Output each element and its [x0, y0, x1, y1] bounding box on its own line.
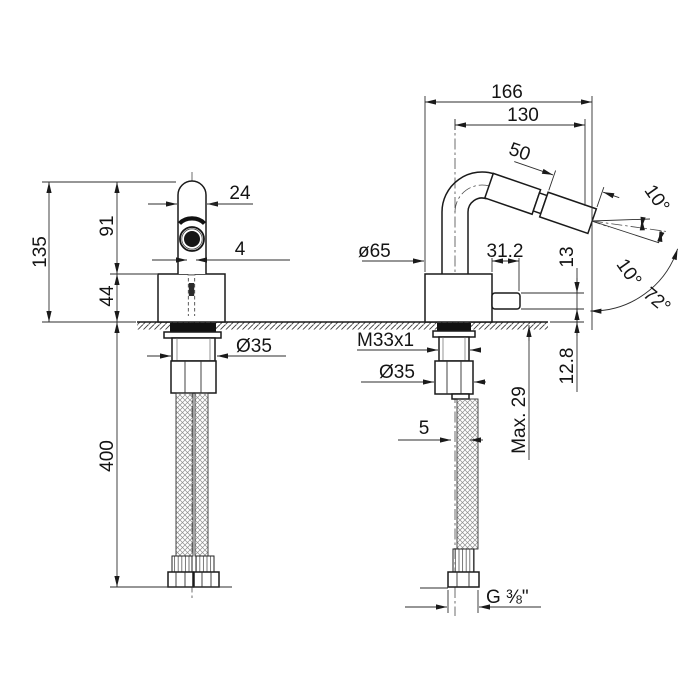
dim-label-24: 24	[229, 183, 251, 204]
dim-spray-angles: 10° 10° 72°	[590, 181, 679, 319]
dim-label-166: 166	[491, 82, 523, 103]
dim-label-135: 135	[30, 236, 51, 268]
dimensions-front: 135 91 44 400 24 4	[30, 181, 290, 588]
dim-label-130: 130	[507, 105, 539, 126]
front-view	[157, 172, 226, 600]
dim-label-m33x1: M33x1	[357, 330, 414, 351]
side-oring	[437, 323, 471, 331]
dim-front-shank-diameter: Ø35	[147, 336, 286, 359]
side-body	[424, 273, 493, 323]
dim-side-nut-diameter: Ø35	[361, 362, 486, 385]
front-hose-nut	[167, 571, 194, 588]
front-mounting-nut	[170, 360, 217, 394]
side-spout	[441, 171, 598, 274]
dim-front-hose-length: 400	[97, 322, 120, 587]
dim-label-5: 5	[419, 418, 430, 439]
side-mounting-nut	[434, 360, 474, 395]
dim-label-4: 4	[235, 239, 246, 260]
dim-label-g38: G ⅜"	[486, 587, 529, 608]
dim-side-thread: M33x1	[357, 330, 481, 353]
dim-side-body-diameter: ø65	[358, 241, 424, 264]
front-shank	[163, 323, 222, 394]
side-shank	[432, 323, 476, 400]
dim-label-91: 91	[97, 215, 118, 236]
front-hose-nut	[193, 571, 220, 588]
dim-front-spout-height: 91	[97, 182, 120, 274]
front-hidden-lever	[187, 278, 196, 316]
dim-label-d35-side: Ø35	[379, 362, 415, 383]
dim-side-lever-length: 31.2	[487, 241, 524, 264]
dim-front-spout-width: 24	[148, 183, 253, 207]
dim-label-10deg-lower: 10°	[612, 255, 646, 291]
dim-front-body-height: 44	[97, 274, 120, 322]
side-view	[424, 119, 667, 616]
dim-label-31-2: 31.2	[487, 241, 524, 262]
front-oring	[170, 323, 216, 332]
front-hoses	[167, 392, 220, 588]
dim-label-13: 13	[557, 246, 578, 267]
dim-label-d65: ø65	[358, 241, 391, 262]
dim-front-total-height: 135	[30, 182, 52, 322]
dim-label-12-8: 12.8	[557, 348, 578, 385]
side-hose	[447, 398, 480, 588]
dim-side-lever-heights: 13 12.8	[557, 246, 580, 392]
aerator	[179, 226, 205, 252]
dim-label-50: 50	[506, 139, 533, 166]
front-body	[157, 273, 226, 323]
side-lever	[491, 292, 521, 310]
dim-front-lever-width: 4	[152, 239, 290, 263]
dimensions-side: 166 130 50 ø65 31.2	[357, 82, 679, 613]
dim-side-total-reach: 166	[425, 82, 592, 105]
side-hose-nut	[447, 571, 480, 588]
dim-side-hose-offset: 5	[398, 418, 483, 443]
dim-label-400: 400	[97, 440, 118, 472]
dim-side-hose-thread: G ⅜"	[405, 587, 541, 610]
dim-label-10deg-upper: 10°	[640, 181, 674, 217]
front-spout-bend-edge	[177, 216, 207, 226]
dim-label-max-29: Max. 29	[509, 386, 530, 454]
dim-side-spout-reach: 130	[455, 105, 585, 128]
dim-label-72deg: 72°	[639, 284, 675, 319]
dim-label-44: 44	[97, 285, 118, 307]
dim-side-max-deck: Max. 29	[509, 325, 532, 460]
dim-label-d35-front: Ø35	[236, 336, 272, 357]
spray-rays	[591, 218, 667, 244]
